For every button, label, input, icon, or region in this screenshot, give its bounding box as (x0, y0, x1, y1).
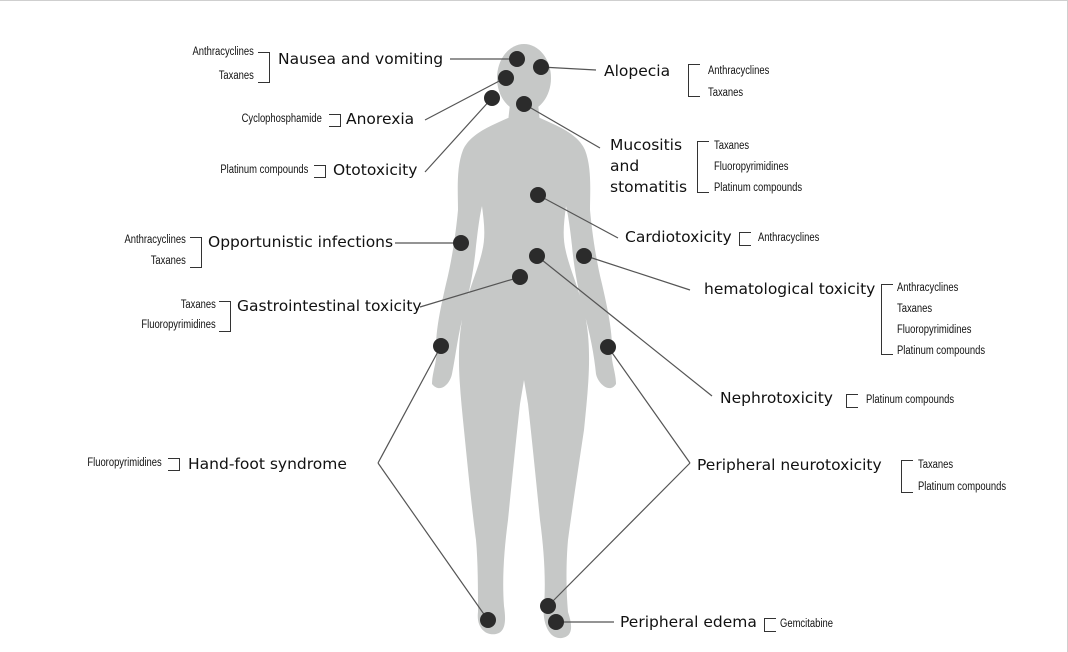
drug-mucositis-3: Platinum compounds (714, 181, 802, 196)
marker-hematological (576, 248, 592, 264)
bracket-alopecia (688, 64, 700, 97)
marker-mucositis (516, 96, 532, 112)
marker-left-foot (480, 612, 496, 628)
drug-handfoot-1: Fluoropyrimidines (88, 456, 162, 471)
label-hematological: hematological toxicity (704, 280, 875, 298)
label-edema: Peripheral edema (620, 613, 757, 631)
label-handfoot: Hand-foot syndrome (188, 455, 347, 473)
label-cardiotoxicity: Cardiotoxicity (625, 228, 732, 246)
marker-nausea (509, 51, 525, 67)
drug-hematological-3: Fluoropyrimidines (897, 323, 971, 338)
drug-mucositis-1: Taxanes (714, 139, 749, 154)
bracket-neuro (901, 460, 913, 493)
drug-nephro-1: Platinum compounds (866, 393, 954, 408)
marker-ototoxicity (484, 90, 500, 106)
bracket-ototoxicity (314, 165, 326, 178)
marker-gastro (512, 269, 528, 285)
bracket-anorexia (329, 114, 341, 127)
bracket-nephro (846, 394, 858, 408)
drug-hematological-4: Platinum compounds (897, 344, 985, 359)
bracket-edema (764, 618, 776, 632)
drug-hematological-2: Taxanes (897, 302, 932, 317)
marker-alopecia (533, 59, 549, 75)
label-mucositis-1: Mucositis (610, 136, 682, 154)
drug-neuro-2: Platinum compounds (918, 480, 1006, 495)
marker-right-hand (600, 339, 616, 355)
marker-right-foot (540, 598, 556, 614)
label-gastro: Gastrointestinal toxicity (237, 297, 422, 315)
drug-infections-2: Taxanes (151, 254, 186, 269)
label-mucositis-3: stomatitis (610, 178, 687, 196)
drug-ototoxicity-1: Platinum compounds (220, 163, 308, 178)
drug-alopecia-1: Anthracyclines (708, 64, 769, 79)
drug-gastro-2: Fluoropyrimidines (142, 318, 216, 333)
label-infections: Opportunistic infections (208, 233, 393, 251)
drug-edema-1: Gemcitabine (780, 617, 833, 632)
bracket-cardiotoxicity (739, 232, 751, 246)
marker-left-hand (433, 338, 449, 354)
bracket-nausea (258, 52, 270, 83)
drug-cardiotoxicity-1: Anthracyclines (758, 231, 819, 246)
bracket-infections (190, 237, 202, 268)
drug-neuro-1: Taxanes (918, 458, 953, 473)
marker-infections (453, 235, 469, 251)
drug-gastro-1: Taxanes (181, 298, 216, 313)
drug-hematological-1: Anthracyclines (897, 281, 958, 296)
marker-anorexia (498, 70, 514, 86)
label-neuro: Peripheral neurotoxicity (697, 456, 882, 474)
label-nausea: Nausea and vomiting (278, 50, 443, 68)
label-alopecia: Alopecia (604, 62, 670, 80)
label-ototoxicity: Ototoxicity (333, 161, 417, 179)
drug-alopecia-2: Taxanes (708, 86, 743, 101)
label-mucositis-2: and (610, 157, 639, 175)
bracket-hematological (881, 284, 893, 355)
drug-nausea-2: Taxanes (219, 69, 254, 84)
drug-mucositis-2: Fluoropyrimidines (714, 160, 788, 175)
marker-cardio (530, 187, 546, 203)
marker-edema (548, 614, 564, 630)
bracket-mucositis (697, 141, 709, 193)
label-anorexia: Anorexia (346, 110, 414, 128)
bracket-gastro (219, 301, 231, 332)
drug-infections-1: Anthracyclines (125, 233, 186, 248)
drug-nausea-1: Anthracyclines (193, 45, 254, 60)
marker-nephro (529, 248, 545, 264)
bracket-handfoot (168, 458, 180, 471)
label-nephro: Nephrotoxicity (720, 389, 833, 407)
drug-anorexia-1: Cyclophosphamide (242, 112, 322, 127)
